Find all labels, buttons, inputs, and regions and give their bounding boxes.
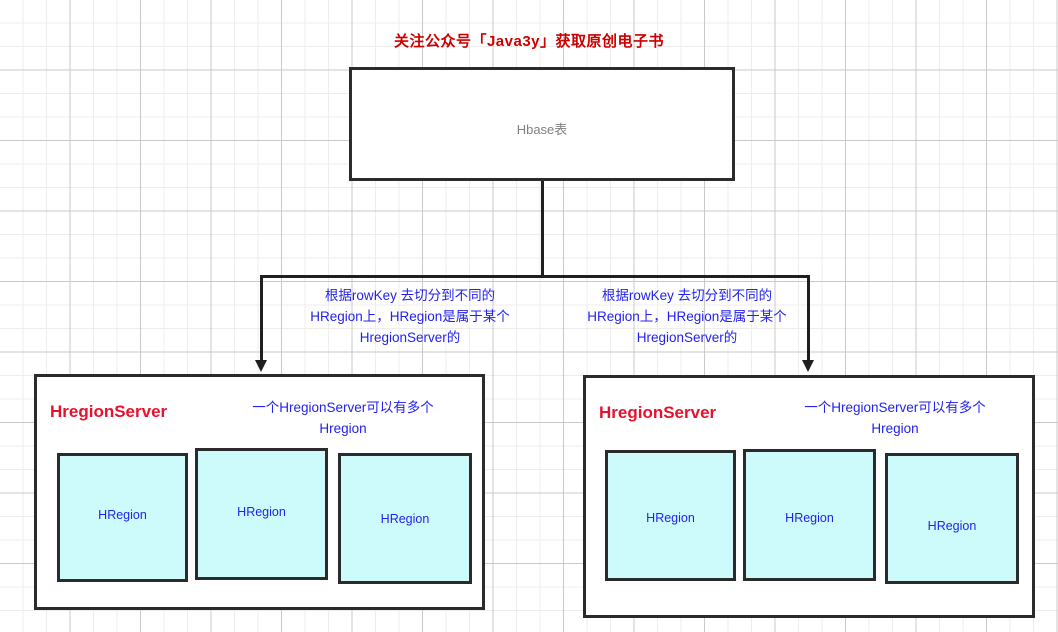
hregionserver-title-left: HregionServer	[50, 402, 168, 421]
hregion-tile[interactable]: HRegion	[885, 453, 1019, 584]
hbase-table-node[interactable]: Hbase表	[349, 67, 735, 181]
hregionserver-node-right[interactable]: HregionServer 一个HregionServer可以有多个 Hregi…	[583, 375, 1035, 618]
connector-trunk-horizontal	[260, 275, 810, 278]
hregion-tile[interactable]: HRegion	[605, 450, 736, 581]
hregion-tile-label: HRegion	[927, 519, 977, 533]
hregion-tile-label: HRegion	[98, 508, 147, 522]
hregionserver-title-right: HregionServer	[599, 403, 717, 422]
hregion-tile[interactable]: HRegion	[195, 448, 328, 580]
connector-branch-left	[260, 277, 263, 362]
diagram-title: 关注公众号「Java3y」获取原创电子书	[393, 33, 665, 50]
hregion-tile-label: HRegion	[646, 511, 695, 525]
hregionserver-note-left: 一个HregionServer可以有多个 Hregion	[252, 400, 434, 436]
connector-branch-right	[807, 277, 810, 362]
hregion-tile[interactable]: HRegion	[743, 449, 876, 581]
hregionserver-node-left[interactable]: HregionServer 一个HregionServer可以有多个 Hregi…	[34, 374, 485, 610]
hbase-table-label: Hbase表	[516, 122, 568, 137]
connector-trunk-vertical	[541, 181, 544, 277]
hregion-tile-label: HRegion	[785, 511, 834, 525]
hregion-tile-label: HRegion	[237, 505, 286, 519]
hregionserver-note-right: 一个HregionServer可以有多个 Hregion	[804, 400, 986, 436]
arrowhead-right-icon	[802, 360, 814, 372]
arrowhead-left-icon	[255, 360, 267, 372]
edge-label-left: 根据rowKey 去切分到不同的 HRegion上，HRegion是属于某个 H…	[310, 288, 510, 345]
hregion-tile[interactable]: HRegion	[57, 453, 188, 582]
hregion-tile-label: HRegion	[380, 512, 430, 526]
edge-label-right: 根据rowKey 去切分到不同的 HRegion上，HRegion是属于某个 H…	[587, 288, 787, 345]
hregion-tile[interactable]: HRegion	[338, 453, 472, 584]
